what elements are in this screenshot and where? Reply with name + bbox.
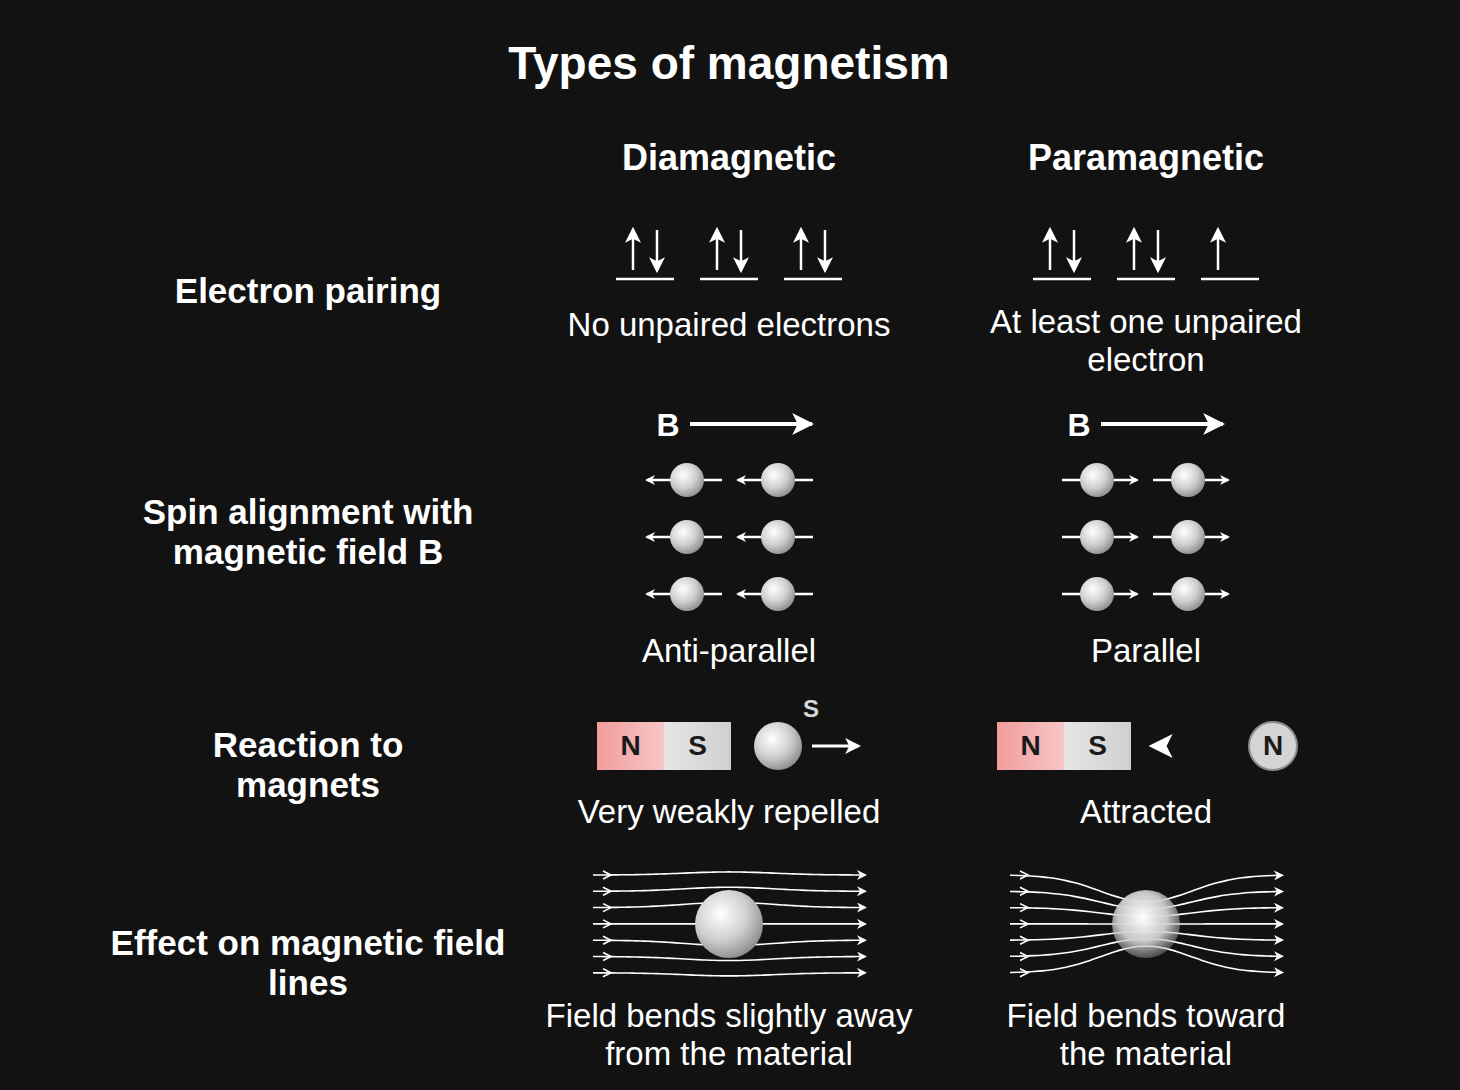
circle-outline [754, 722, 802, 770]
field-chevron [1020, 920, 1028, 928]
south-pole: S [664, 722, 731, 770]
description: Field bends slightly away from the mater… [539, 997, 919, 1073]
orbital-line [616, 278, 674, 281]
description: Attracted [1080, 793, 1212, 831]
title: Types of magnetism [508, 37, 949, 90]
electron [761, 463, 795, 497]
circle-outline [1249, 722, 1297, 770]
field-chevron [603, 969, 611, 977]
electron [1171, 520, 1205, 554]
field-lines [593, 871, 865, 977]
row-heading: Spin alignment with magnetic field B [98, 492, 518, 573]
attraction-arrow [1151, 744, 1242, 748]
diamagnetic-sample: S [753, 721, 803, 771]
orbital [700, 230, 758, 279]
orbital-line [700, 278, 758, 281]
field-chevron [603, 904, 611, 912]
south-pole: S [1064, 722, 1131, 770]
electron [670, 520, 704, 554]
electron [761, 520, 795, 554]
orbital [1117, 230, 1175, 279]
orbital [1033, 230, 1091, 279]
electron [1080, 577, 1114, 611]
material-sphere [1112, 890, 1180, 958]
spin-up-arrow [1049, 230, 1052, 270]
electron [1171, 577, 1205, 611]
electron [1171, 463, 1205, 497]
field-chevron [1020, 871, 1028, 879]
field-chevron [603, 953, 611, 961]
column-heading: Paramagnetic [1028, 137, 1264, 178]
orbital-line [784, 278, 842, 281]
column-heading: Diamagnetic [622, 137, 836, 178]
field-line [593, 973, 865, 976]
spin-down-arrow [656, 230, 659, 270]
field-symbol: B [656, 407, 679, 444]
field-line [593, 872, 865, 875]
spin-down-arrow [740, 230, 743, 270]
row-heading: Effect on magnetic field lines [108, 923, 508, 1004]
orbital [616, 230, 674, 279]
orbital-line [1117, 278, 1175, 281]
field-chevron [1020, 953, 1028, 961]
description: Parallel [1091, 632, 1201, 670]
field-chevron [1020, 904, 1028, 912]
material-sphere [695, 890, 763, 958]
motion-arrow [812, 745, 858, 748]
spin-up-arrow [632, 230, 635, 270]
description: Field bends toward the material [986, 997, 1306, 1073]
description: No unpaired electrons [568, 306, 891, 344]
electron [1080, 520, 1114, 554]
north-pole: N [997, 722, 1064, 770]
pole-letter: N [1248, 721, 1298, 771]
pole-letter: S [803, 695, 819, 723]
spin-up-arrow [800, 230, 803, 270]
spin-down-arrow [1073, 230, 1076, 270]
electron [670, 577, 704, 611]
field-chevron [603, 936, 611, 944]
field-chevron [1020, 936, 1028, 944]
field-arrow [690, 422, 812, 426]
spin-up-arrow [1217, 230, 1220, 270]
spin-up-arrow [1133, 230, 1136, 270]
orbital-line [1033, 278, 1091, 281]
electron [670, 463, 704, 497]
orbital [784, 230, 842, 279]
orbital [1201, 230, 1259, 279]
field-arrow [1101, 422, 1223, 426]
field-chevron [603, 920, 611, 928]
spin-down-arrow [824, 230, 827, 270]
spin-up-arrow [716, 230, 719, 270]
spin-down-arrow [1157, 230, 1160, 270]
field-chevron [603, 887, 611, 895]
field-chevron [1020, 887, 1028, 895]
electron [761, 577, 795, 611]
electron [1080, 463, 1114, 497]
bar-magnet: NS [597, 722, 731, 770]
field-lines [1010, 871, 1282, 977]
bar-magnet: NS [997, 722, 1131, 770]
row-heading: Electron pairing [175, 271, 441, 311]
description: Very weakly repelled [578, 793, 881, 831]
description: At least one unpaired electron [986, 303, 1306, 379]
orbital-line [1201, 278, 1259, 281]
north-pole: N [597, 722, 664, 770]
field-chevron [603, 871, 611, 879]
field-chevron [1020, 969, 1028, 977]
row-heading: Reaction to magnets [178, 725, 438, 806]
field-symbol: B [1067, 407, 1090, 444]
sphere [753, 721, 803, 771]
description: Anti-parallel [642, 632, 816, 670]
magnet-pole: N [1248, 721, 1298, 771]
